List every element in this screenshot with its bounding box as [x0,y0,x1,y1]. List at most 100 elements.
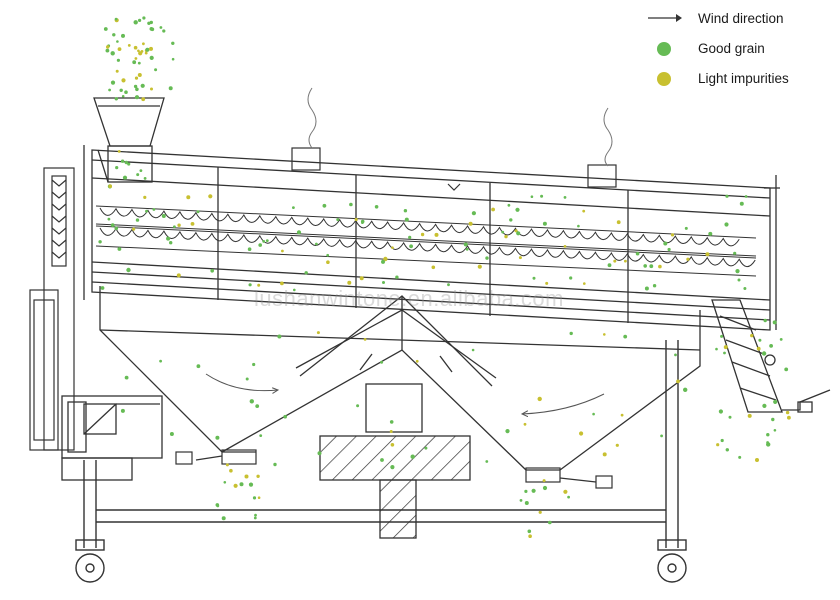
grain-particle [121,78,126,83]
grain-particle [257,496,261,500]
grain-particle [744,195,748,198]
grain-particle [233,483,238,488]
grain-particle [471,211,476,216]
grain-particle [122,175,128,180]
grain-particle [177,223,181,227]
sieve-body [83,145,780,331]
grain-particle [527,529,532,534]
grain-particle [162,29,166,33]
grain-particle [404,217,409,222]
legend-item-good-grain: Good grain [646,38,836,68]
grain-particle [420,232,425,237]
grain-particle [349,202,353,207]
grain-particle [152,208,156,211]
grain-particle [208,194,213,199]
grain-particle [624,259,627,263]
grain-particle [477,264,482,269]
grain-particle [254,513,257,517]
grain-particle [225,463,229,467]
grain-particle [149,46,153,51]
grain-particle [108,88,111,92]
grain-particle [121,33,125,38]
grain-particle [141,97,146,102]
grain-particle [747,413,752,418]
grain-particle [169,432,174,436]
grain-particle [265,239,269,243]
grain-particle [660,434,663,438]
grain-particle [280,281,284,286]
grain-particle [613,259,617,263]
grain-particle [523,422,527,426]
grain-particle [485,256,489,260]
grain-particle [103,27,108,31]
grain-particle [326,260,330,265]
grain-particle [210,269,214,273]
drive-column [29,167,75,451]
grain-particle [100,286,105,290]
wheels [75,553,687,583]
grain-particle [718,409,724,414]
grain-particle [725,448,729,452]
grain-particle [410,454,415,459]
grain-particle [137,73,142,77]
grain-particle [247,247,252,251]
grain-particle [112,33,116,37]
grain-particle [159,359,163,363]
grain-particle [784,367,789,372]
grain-particle [766,433,770,437]
grain-particle [409,244,413,249]
frame [75,340,687,551]
grain-particle [583,282,586,285]
impurity-outlet [319,383,471,539]
grain-particle [115,166,119,170]
grain-particle [567,495,570,499]
grain-particle [248,482,254,487]
grain-particle [159,26,163,29]
grain-particle [244,474,249,479]
grain-particle [737,278,741,282]
grain-particle [530,195,534,198]
grain-particle [724,222,729,227]
grain-particle [283,414,288,419]
grain-particle [145,47,150,52]
grain-particle [548,520,552,525]
grain-particle [616,220,621,225]
grain-particle [143,177,147,180]
grain-particle [133,45,138,50]
grain-particle [110,223,115,228]
grain-particle [354,217,358,222]
grain-particle [389,420,394,424]
grain-particle [360,219,365,224]
grain-particle [424,446,428,450]
grain-particle [532,276,536,280]
grain-particle [519,499,523,502]
grain-particle [117,150,121,153]
feed-hopper [93,97,165,183]
grain-particle [132,227,136,231]
grain-particle [434,232,439,237]
grain-particle [119,88,123,93]
grain-particle [117,247,122,251]
grain-particle [538,510,542,514]
grain-particle [136,173,140,177]
grain-particle [531,488,536,493]
grain-particle [114,97,119,101]
grain-particle [643,264,647,268]
grain-particle [117,47,122,51]
grain-particle [107,217,111,221]
grain-particle [390,443,395,447]
grain-particle [769,344,773,348]
grain-particle [763,318,767,323]
grain-particle [115,69,119,73]
grain-particle [542,221,547,226]
grain-particle [603,333,606,336]
grain-particle [491,207,495,212]
grain-particle [127,162,131,166]
bottom-valves [175,449,613,489]
grain-particle [135,87,139,92]
grain-particle [134,76,139,80]
watermark: lushanwintone.en.alibaba.com [254,286,564,311]
grain-particle [120,408,125,413]
grain-particle [773,429,777,432]
